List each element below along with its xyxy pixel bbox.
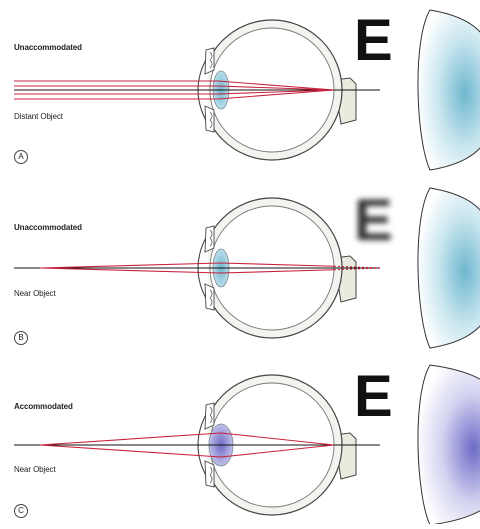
panel-b <box>14 188 480 348</box>
panel-b-badge: B <box>14 331 28 345</box>
panel-c <box>14 365 480 524</box>
panel-b-object-label: Near Object <box>14 289 56 298</box>
ciliary-body <box>205 461 214 487</box>
panel-a-letter: E <box>354 12 393 70</box>
panel-b-letter: E <box>354 192 393 250</box>
panel-a <box>14 10 480 170</box>
ciliary-body <box>205 48 214 74</box>
ciliary-body <box>205 106 214 132</box>
panel-a-badge: A <box>14 150 28 164</box>
panel-c-badge: C <box>14 504 28 518</box>
ciliary-body <box>205 226 214 252</box>
ciliary-body <box>205 284 214 310</box>
panel-c-state-label: Accommodated <box>14 402 73 411</box>
panel-a-object-label: Distant Object <box>14 112 63 121</box>
lens-shape <box>418 10 480 170</box>
lens-shape <box>418 365 480 524</box>
ciliary-body <box>205 403 214 429</box>
panel-c-letter: E <box>354 368 393 426</box>
panel-b-state-label: Unaccommodated <box>14 223 82 232</box>
lens-shape <box>418 188 480 348</box>
panel-a-state-label: Unaccommodated <box>14 43 82 52</box>
panel-c-object-label: Near Object <box>14 465 56 474</box>
